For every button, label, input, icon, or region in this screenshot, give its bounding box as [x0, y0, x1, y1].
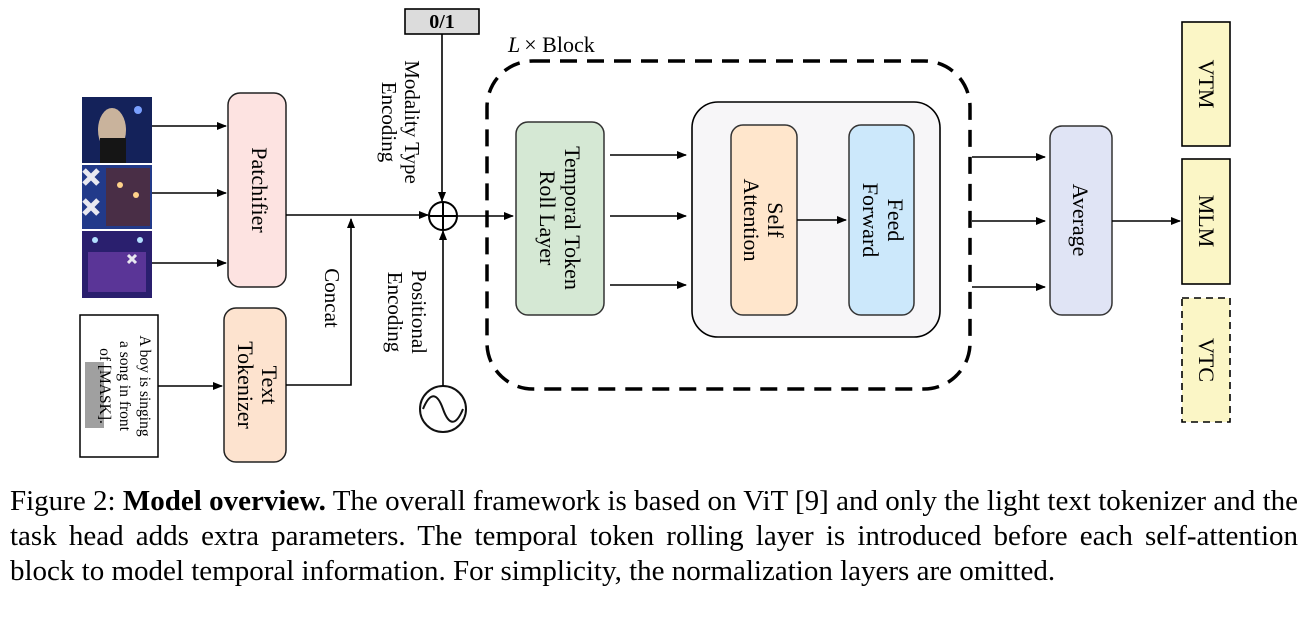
temporal-label-1: Temporal Token [560, 146, 585, 290]
head-vtc-label: VTC [1194, 338, 1219, 382]
text-input-line-2: a song in front [116, 341, 133, 432]
positional-label-2: Encoding [383, 272, 407, 353]
modality-label-1: Modality Type [400, 60, 424, 184]
text-input-line-3: of [MASK]. [96, 348, 113, 424]
modality-flag-box: 0/1 [404, 8, 480, 35]
frame-arrows [152, 122, 227, 390]
head-vtm: VTM [1181, 21, 1231, 147]
block-output-arrows [972, 153, 1046, 291]
modality-label-2: Encoding [377, 82, 401, 163]
block-label: L× Block [507, 32, 595, 57]
caption-bold: Model overview. [122, 485, 326, 517]
text-tokenizer-label-2: Tokenizer [233, 341, 258, 429]
model-overview-diagram: A boy is singing a song in front of [MAS… [79, 8, 1231, 463]
self-attention-label-2: Attention [739, 178, 764, 261]
patchifier-box: Patchifier [227, 92, 287, 288]
head-mlm: MLM [1181, 158, 1231, 285]
video-frame-3 [82, 231, 152, 298]
average-label: Average [1068, 184, 1093, 257]
positional-encoding-icon [419, 385, 467, 433]
concat-label: Concat [320, 268, 344, 328]
caption-body: The overall framework is based on ViT [9… [10, 485, 1298, 587]
head-vtc: VTC [1181, 297, 1231, 423]
text-tokenizer-label-1: Text [257, 366, 282, 405]
patchifier-label: Patchifier [247, 147, 272, 233]
temporal-output-arrows [610, 151, 687, 289]
add-operator-icon [428, 201, 458, 231]
self-attention-box: Self Attention [730, 124, 798, 316]
head-mlm-label: MLM [1194, 195, 1219, 248]
text-input-box: A boy is singing a song in front of [MAS… [79, 314, 159, 458]
average-box: Average [1049, 125, 1113, 316]
text-input-line-1: A boy is singing [136, 335, 153, 436]
head-vtm-label: VTM [1194, 60, 1219, 109]
transformer-block-container: L× Block [485, 32, 972, 391]
modality-flag-text: 0/1 [429, 11, 455, 33]
caption-prefix: Figure 2: [10, 485, 123, 517]
feed-forward-box: Feed Forward [848, 124, 915, 316]
figure-caption: Figure 2: Model overview. The overall fr… [10, 484, 1298, 589]
video-frame-1 [82, 97, 152, 163]
feed-forward-label-2: Forward [858, 183, 883, 258]
temporal-token-roll-layer-box: Temporal Token Roll Layer [515, 121, 605, 316]
temporal-label-2: Roll Layer [535, 171, 560, 266]
concat-lines [286, 211, 429, 386]
feed-forward-label-1: Feed [883, 199, 908, 242]
video-frame-2 [82, 165, 152, 229]
positional-label-1: Positional [407, 270, 431, 354]
self-attention-label-1: Self [763, 202, 788, 238]
text-tokenizer-box: Text Tokenizer [223, 307, 287, 463]
